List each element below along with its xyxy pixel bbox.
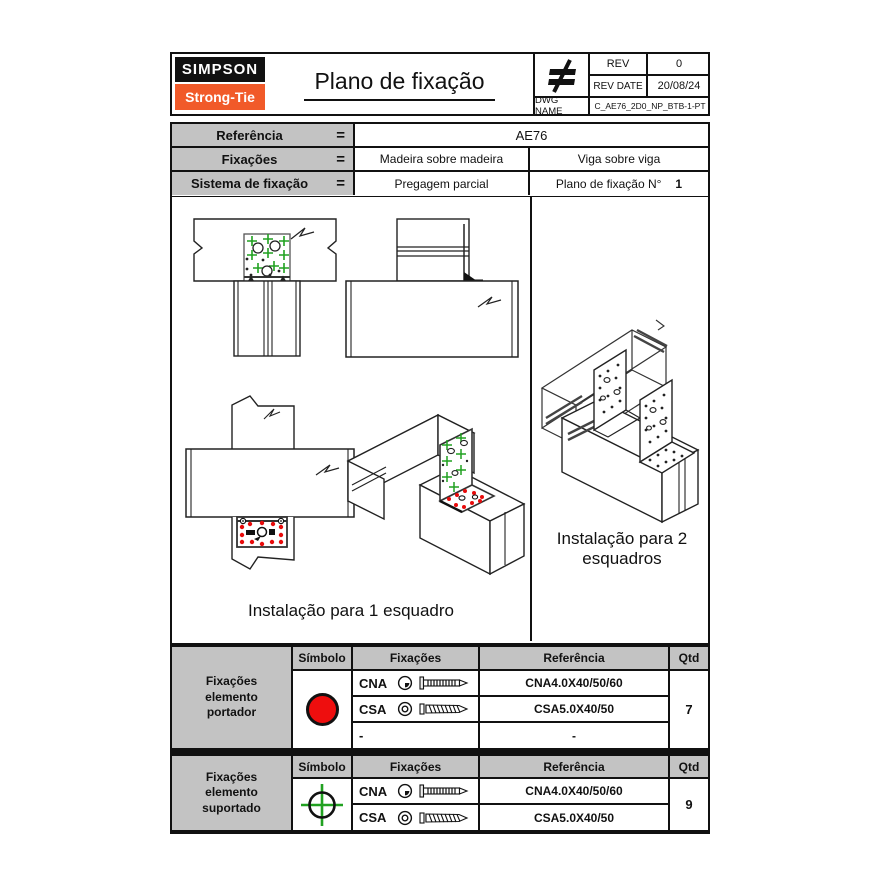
equals-sign: =: [336, 150, 345, 168]
col-header-referencia: Referência: [480, 647, 670, 671]
info-label: Fixações: [221, 151, 278, 167]
plan-view-drawing: [185, 395, 355, 570]
col-header-fixacoes: Fixações: [353, 756, 480, 779]
col-header-qtd: Qtd: [670, 756, 708, 779]
fixing-row-empty: -: [353, 723, 480, 748]
qty-suportado: 9: [685, 797, 693, 812]
group-label-suportado: Fixações elemento suportado: [172, 756, 293, 830]
fixing-code: CSA: [359, 810, 387, 825]
red-dot-marker: [239, 520, 284, 547]
fixing-row-cna: CNA: [353, 779, 480, 805]
nail-head-icon: [397, 783, 413, 799]
page-title: Plano de fixação: [304, 68, 495, 101]
plan-number-value: 1: [675, 176, 683, 191]
col-header-fixacoes: Fixações: [353, 647, 480, 671]
simpson-strongtie-logo: SIMPSON Strong-Tie: [175, 57, 265, 111]
rev-date-value: 20/08/24: [648, 76, 710, 98]
drawing-sheet: SIMPSON Strong-Tie Plano de fixação REV …: [170, 52, 710, 834]
symbol-cell-portador: [293, 671, 353, 748]
info-value-fixings-right: Viga sobre viga: [530, 148, 708, 172]
col-header-simbolo: Símbolo: [293, 647, 353, 671]
fixing-code: CSA: [359, 701, 387, 717]
panel-divider: [530, 197, 532, 641]
equals-sign: =: [336, 175, 345, 192]
col-header-qtd: Qtd: [670, 647, 708, 671]
rev-table: REV 0 REV DATE 20/08/24 DWG NAME C_AE76_…: [533, 54, 710, 117]
screw-icon: [419, 703, 469, 715]
caption-two-brackets-text: Instalação para 2 esquadros: [556, 529, 688, 568]
group-label-text: Fixações elemento portador: [205, 674, 258, 720]
fastener-table-portador: Fixações elemento portador Símbolo Fixaç…: [170, 645, 710, 750]
caption-one-bracket: Instalação para 1 esquadro: [247, 601, 455, 620]
info-value-plan-number: Plano de fixação N° 1: [530, 172, 708, 195]
fixing-code: -: [359, 728, 364, 743]
fixing-code: CNA: [359, 783, 388, 799]
nail-icon: [419, 676, 469, 690]
nail-head-icon: [397, 675, 413, 691]
col-header-referencia: Referência: [480, 756, 670, 779]
reference-empty: -: [480, 723, 670, 748]
info-label: Referência: [216, 127, 283, 143]
sheet-title-wrap: Plano de fixação: [266, 54, 533, 114]
fastener-table-suportado: Fixações elemento suportado Símbolo Fixa…: [170, 754, 710, 834]
red-dot-marker: [447, 489, 484, 509]
fixing-row-csa: CSA: [353, 697, 480, 723]
group-label-portador: Fixações elemento portador: [172, 647, 293, 748]
fixing-row-csa: CSA: [353, 805, 480, 830]
group-label-text: Fixações elemento suportado: [202, 769, 261, 815]
reference-cna: CNA4.0X40/50/60: [480, 671, 670, 697]
info-row-system-label: Sistema de fixação =: [172, 172, 355, 195]
rev-label: REV: [590, 54, 648, 76]
green-cross-marker: [442, 433, 466, 492]
info-value-system-left: Pregagem parcial: [355, 172, 530, 195]
reference-cna: CNA4.0X40/50/60: [480, 779, 670, 805]
front-view-drawing: [193, 218, 337, 357]
dwg-name-value: C_AE76_2D0_NP_BTB-1-PT: [594, 101, 706, 111]
caption-two-brackets: Instalação para 2 esquadros: [536, 529, 708, 569]
equals-sign: =: [336, 126, 345, 144]
symbol-cell-suportado: [293, 779, 353, 830]
not-equal-icon: [547, 59, 576, 93]
isometric-two-brackets-drawing: [540, 319, 700, 524]
fixing-code: CNA: [359, 675, 388, 691]
screw-head-icon: [397, 701, 413, 717]
dwg-name-label: DWG NAME: [535, 95, 590, 117]
rev-value: 0: [648, 54, 710, 76]
reference-csa: CSA5.0X40/50: [480, 805, 670, 830]
screw-icon: [419, 811, 469, 824]
info-label: Sistema de fixação: [190, 176, 309, 191]
red-circle-symbol: [305, 693, 339, 726]
qty-portador: 7: [685, 702, 693, 717]
not-equal-icon: [535, 54, 590, 98]
logo-strongtie: Strong-Tie: [175, 84, 265, 110]
logo-simpson: SIMPSON: [175, 57, 265, 82]
table-separator: [170, 749, 710, 754]
title-block: SIMPSON Strong-Tie Plano de fixação REV …: [170, 52, 710, 117]
rev-date-label: REV DATE: [590, 76, 648, 98]
col-header-simbolo: Símbolo: [293, 756, 353, 779]
green-crosshair-symbol: [301, 783, 343, 826]
screw-head-icon: [397, 810, 413, 825]
info-row-fixings-label: Fixações =: [172, 148, 355, 172]
nail-icon: [419, 784, 469, 798]
side-view-drawing: [345, 218, 519, 358]
info-table: Referência = AE76 Fixações = Madeira sob…: [170, 122, 710, 198]
green-cross-marker: [247, 234, 289, 273]
drawing-panel: Instalação para 1 esquadro Instalação pa…: [170, 197, 710, 645]
reference-csa: CSA5.0X40/50: [480, 697, 670, 723]
info-value-reference: AE76: [355, 124, 708, 148]
isometric-one-bracket-drawing: [346, 413, 526, 576]
info-value-fixings-left: Madeira sobre madeira: [355, 148, 530, 172]
info-row-reference-label: Referência =: [172, 124, 355, 148]
plan-number-label: Plano de fixação N°: [555, 176, 662, 191]
fixing-row-cna: CNA: [353, 671, 480, 697]
